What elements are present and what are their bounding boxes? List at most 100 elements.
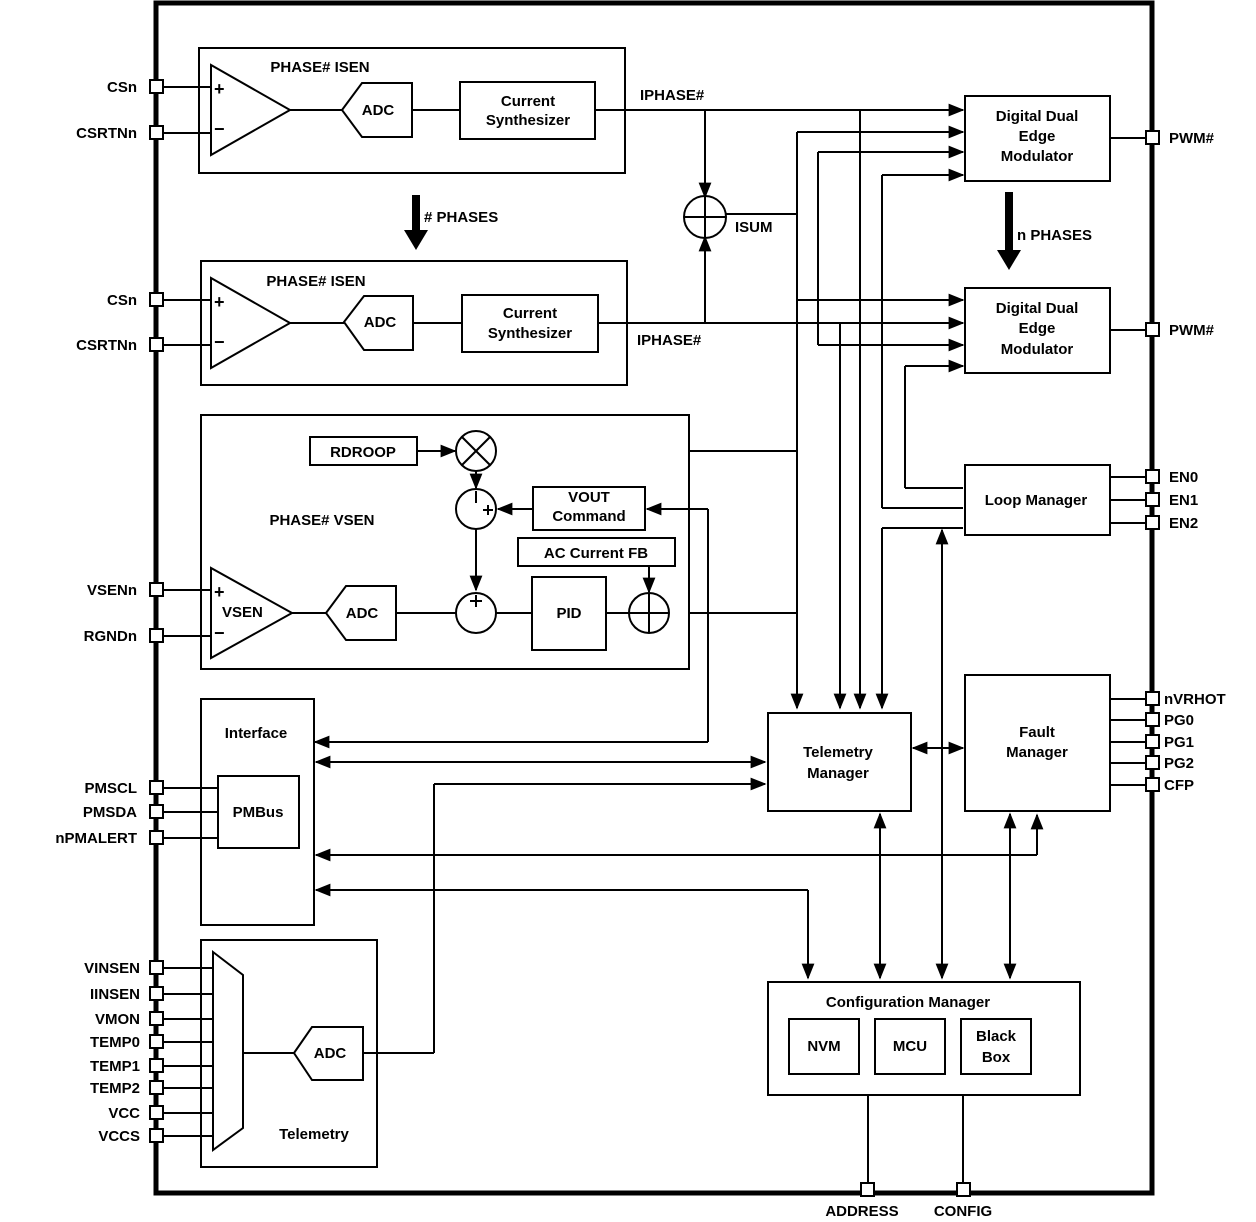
left-pin-wires <box>163 86 218 1137</box>
ac-current-fb-box <box>517 537 676 567</box>
pin-vinsen-label: VINSEN <box>84 960 140 977</box>
nvm-box <box>788 1018 860 1075</box>
pin-en1-label: EN1 <box>1169 492 1198 509</box>
interface-block: Interface PMBus <box>200 698 315 926</box>
pid-box <box>531 576 607 651</box>
pin-pg1-label: PG1 <box>1164 734 1194 751</box>
pin-en1 <box>1145 492 1160 507</box>
pin-csrtnn-2 <box>149 337 164 352</box>
pin-iinsen-label: IINSEN <box>90 986 140 1003</box>
pin-npmalert <box>149 830 164 845</box>
fault-manager-line2: Manager <box>1006 744 1068 761</box>
black-box-line2: Box <box>982 1049 1011 1066</box>
pin-vcc <box>149 1105 164 1120</box>
vsen-adc-label: ADC <box>346 605 379 622</box>
loop-manager: Loop Manager <box>964 464 1146 536</box>
pin-csn-2 <box>149 292 164 307</box>
isen-2-amp <box>210 276 293 370</box>
pin-pwm-1-label: PWM# <box>1169 130 1215 147</box>
config-manager-title: Configuration Manager <box>826 994 990 1011</box>
vout-line2: Command <box>552 508 625 525</box>
vsen-title: PHASE# VSEN <box>269 512 374 529</box>
phases-arrow: # PHASES <box>404 195 498 250</box>
vout-line1: VOUT <box>568 489 610 506</box>
pin-cfp-label: CFP <box>1164 777 1194 794</box>
pin-npmalert-label: nPMALERT <box>55 830 137 847</box>
pin-pmsda <box>149 804 164 819</box>
ddem-1-line2: Edge <box>1019 128 1056 145</box>
telemetry-mux <box>212 949 244 1152</box>
vsen-amp-label: VSEN <box>222 604 263 621</box>
black-box-line1: Black <box>976 1028 1017 1045</box>
telemetry-block: Telemetry ADC <box>200 939 434 1168</box>
pin-pmscl <box>149 780 164 795</box>
fault-manager: Fault Manager <box>964 674 1146 980</box>
n-phases-label: n PHASES <box>1017 227 1092 244</box>
pmbus-box <box>217 775 300 849</box>
isen-1-adc-label: ADC <box>362 102 395 119</box>
pin-pg1 <box>1145 734 1160 749</box>
pin-vsenn-label: VSENn <box>87 582 137 599</box>
isen-block-2: PHASE# ISEN + − ADC Current Synthesizer <box>200 260 628 386</box>
pin-pwm-2 <box>1145 322 1160 337</box>
iphase-wires: IPHASE# IPHASE# ISUM <box>595 87 965 349</box>
pin-temp2 <box>149 1080 164 1095</box>
pin-csn-2-label: CSn <box>107 292 137 309</box>
pin-rgndn-label: RGNDn <box>84 628 137 645</box>
interface-title: Interface <box>225 725 288 742</box>
isen-1-plus: + <box>214 79 225 99</box>
pin-en0 <box>1145 469 1160 484</box>
pin-pg2 <box>1145 755 1160 770</box>
pin-pg0 <box>1145 712 1160 727</box>
pin-temp2-label: TEMP2 <box>90 1080 140 1097</box>
isen-1-minus: − <box>214 119 225 139</box>
pin-temp0 <box>149 1034 164 1049</box>
mcu-box <box>874 1018 946 1075</box>
pin-temp0-label: TEMP0 <box>90 1034 140 1051</box>
pin-csn-1 <box>149 79 164 94</box>
ddem-2-line1: Digital Dual <box>996 300 1079 317</box>
pin-pwm-2-label: PWM# <box>1169 322 1215 339</box>
pin-vccs-label: VCCS <box>98 1128 140 1145</box>
pin-en2-label: EN2 <box>1169 515 1198 532</box>
pin-vcc-label: VCC <box>108 1105 140 1122</box>
isen-2-synth-line1: Current <box>503 305 557 322</box>
rdroop-label: RDROOP <box>330 444 396 461</box>
nvm-label: NVM <box>807 1038 840 1055</box>
pin-vmon-label: VMON <box>95 1011 140 1028</box>
isum-label: ISUM <box>735 219 773 236</box>
pin-nvrhot <box>1145 691 1160 706</box>
pin-en2 <box>1145 515 1160 530</box>
isen-2-plus: + <box>214 292 225 312</box>
pin-vinsen <box>149 960 164 975</box>
isen-2-synth <box>461 294 599 353</box>
pin-en0-label: EN0 <box>1169 469 1198 486</box>
pin-temp1-label: TEMP1 <box>90 1058 140 1075</box>
pin-vsenn <box>149 582 164 597</box>
pin-vmon <box>149 1011 164 1026</box>
mcu-label: MCU <box>893 1038 927 1055</box>
ddem-2-line3: Modulator <box>1001 341 1074 358</box>
pin-csrtnn-1-label: CSRTNn <box>76 125 137 142</box>
pmbus-label: PMBus <box>233 804 284 821</box>
pin-cfp <box>1145 777 1160 792</box>
isen-1-synth <box>459 81 596 140</box>
loop-manager-label: Loop Manager <box>985 492 1088 509</box>
n-phases-arrow: n PHASES <box>997 192 1092 270</box>
pin-csrtnn-2-label: CSRTNn <box>76 337 137 354</box>
pin-config <box>956 1182 971 1197</box>
pin-address <box>860 1182 875 1197</box>
ac-fb-label: AC Current FB <box>544 545 648 562</box>
iphase-label-1: IPHASE# <box>640 87 705 104</box>
isen-block-1: PHASE# ISEN + − ADC Current Synthesizer <box>198 47 626 174</box>
config-manager: Configuration Manager NVM MCU Black Box <box>767 981 1081 1183</box>
pin-address-label: ADDRESS <box>825 1203 898 1220</box>
control-bus <box>498 110 965 980</box>
isen-2-minus: − <box>214 332 225 352</box>
isen-2-synth-line2: Synthesizer <box>488 325 572 342</box>
ddem-1: Digital Dual Edge Modulator <box>964 95 1146 182</box>
isen-1-amp <box>210 63 293 157</box>
pin-iinsen <box>149 986 164 1001</box>
pin-nvrhot-label: nVRHOT <box>1164 691 1226 708</box>
